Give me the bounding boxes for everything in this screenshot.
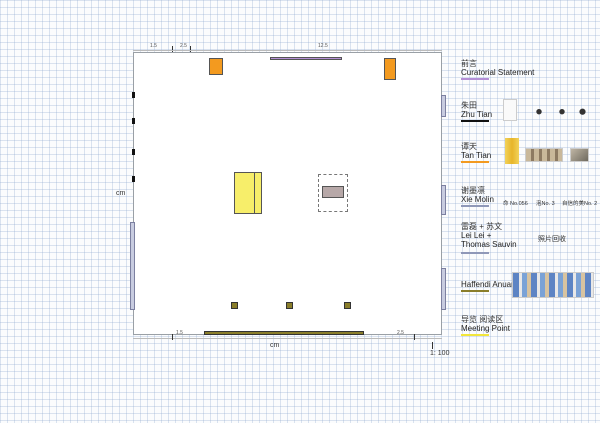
dim-label: 12.5: [318, 43, 328, 49]
gallery-floor: [133, 52, 442, 335]
left-axis-unit: cm: [116, 190, 126, 197]
dim-line-bottom: [133, 338, 442, 339]
legend-swatch: [461, 120, 489, 122]
xie-molin-panel: [441, 185, 446, 215]
legend-swatch: [461, 334, 489, 336]
legend-swatch: [461, 78, 489, 80]
legend-en: Zhu Tian: [461, 110, 493, 119]
zhu-tian-thumb-device: [576, 104, 589, 118]
dim-label: 1.5: [150, 43, 157, 49]
meeting-point-divider: [254, 172, 255, 214]
leilei-work-label: 照片回收: [538, 236, 566, 243]
legend-cn: 谭天: [461, 142, 477, 151]
haffendi-work: [286, 302, 293, 309]
zhu-tian-thumb-device: [556, 104, 568, 118]
legend-swatch: [461, 290, 489, 292]
zhu-tian-work: [132, 149, 135, 155]
tan-tian-thumb-sculpture: [505, 138, 519, 164]
xie-work-label: 命 No.056: [503, 201, 528, 207]
xie-work-label: 泡No. 3: [536, 201, 555, 207]
tan-tian-work: [384, 58, 396, 80]
tan-tian-thumb-photo: [570, 148, 589, 162]
legend-en: Meeting Point: [461, 324, 510, 333]
tan-tian-thumb-row: [525, 148, 563, 162]
dim-label: 2.5: [397, 330, 404, 336]
legend-swatch: [461, 252, 489, 254]
xie-work-label: 自信的美No. 2: [562, 201, 598, 207]
zhu-tian-thumb-phone: [503, 99, 517, 121]
curatorial-statement-wall: [270, 57, 342, 60]
zhu-tian-thumb-device: [533, 104, 545, 118]
bottom-axis-unit: cm: [270, 342, 280, 349]
pedestal: [322, 186, 344, 198]
legend-en: Haffendi Anuar: [461, 280, 514, 289]
dim-tick: [190, 46, 191, 52]
dim-tick: [414, 334, 415, 340]
legend-cn: 谢墨凛: [461, 186, 485, 195]
dim-tick: [172, 46, 173, 52]
zhu-tian-work: [132, 176, 135, 182]
zhu-tian-work: [132, 118, 135, 124]
haffendi-wall: [204, 331, 364, 335]
dim-label: 1.5: [176, 330, 183, 336]
legend-en: Lei Lei + Thomas Sauvin: [461, 231, 517, 249]
zhu-tian-work: [132, 92, 135, 98]
legend-en: Curatorial Statement: [461, 68, 535, 77]
dim-line-top: [133, 50, 442, 51]
scale-label: 1: 100: [430, 350, 450, 357]
legend-en: Xie Molin: [461, 195, 494, 204]
legend-cn: 雷磊 + 苏文: [461, 222, 503, 231]
meeting-point-area: [234, 172, 262, 214]
legend-swatch: [461, 161, 489, 163]
xie-molin-panel: [130, 222, 135, 310]
legend-cn: 导览 阅读区: [461, 315, 504, 324]
legend-cn: 朱田: [461, 101, 477, 110]
tan-tian-work: [209, 58, 223, 75]
legend-en: Tan Tian: [461, 151, 492, 160]
dim-tick: [172, 334, 173, 340]
haffendi-thumb-strip: [512, 272, 594, 298]
dashed-zone: [318, 174, 348, 212]
legend-swatch: [461, 205, 489, 207]
legend-cn: 前言: [461, 59, 477, 68]
haffendi-work: [344, 302, 351, 309]
scale-tick: [432, 342, 433, 349]
xie-molin-panel: [441, 95, 446, 117]
dim-label: 2.5: [180, 43, 187, 49]
haffendi-work: [231, 302, 238, 309]
xie-molin-panel: [441, 268, 446, 310]
